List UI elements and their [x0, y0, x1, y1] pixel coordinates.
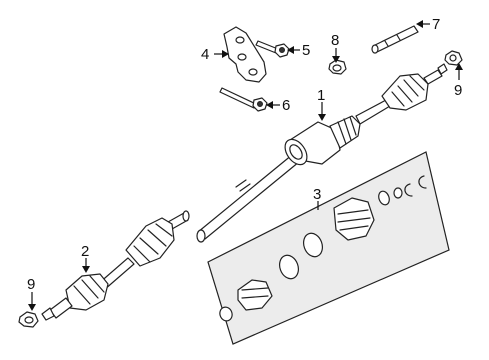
- nut-part-8: [328, 59, 347, 75]
- bracket-part-4: [223, 26, 267, 83]
- stud-part-7: [371, 25, 419, 54]
- callout-8: 8: [331, 32, 339, 49]
- callout-5: 5: [302, 42, 310, 59]
- callout-9-left: 9: [27, 276, 35, 293]
- axle-shaft-part-1: [196, 63, 448, 243]
- nut-part-9-left: [18, 311, 39, 328]
- boot-kit-part-3: [207, 151, 450, 345]
- callout-3: 3: [313, 186, 321, 203]
- callout-4: 4: [201, 46, 209, 63]
- callout-9-right: 9: [454, 82, 462, 99]
- nut-part-9-right: [444, 50, 463, 66]
- callout-6: 6: [282, 97, 290, 114]
- leader-lines: [28, 20, 463, 311]
- callout-2: 2: [81, 243, 89, 260]
- axle-shaft-part-2: [41, 210, 190, 321]
- callout-7: 7: [432, 16, 440, 33]
- callout-1: 1: [317, 87, 325, 104]
- bolt-part-6: [219, 87, 268, 112]
- bolt-part-5: [255, 40, 290, 58]
